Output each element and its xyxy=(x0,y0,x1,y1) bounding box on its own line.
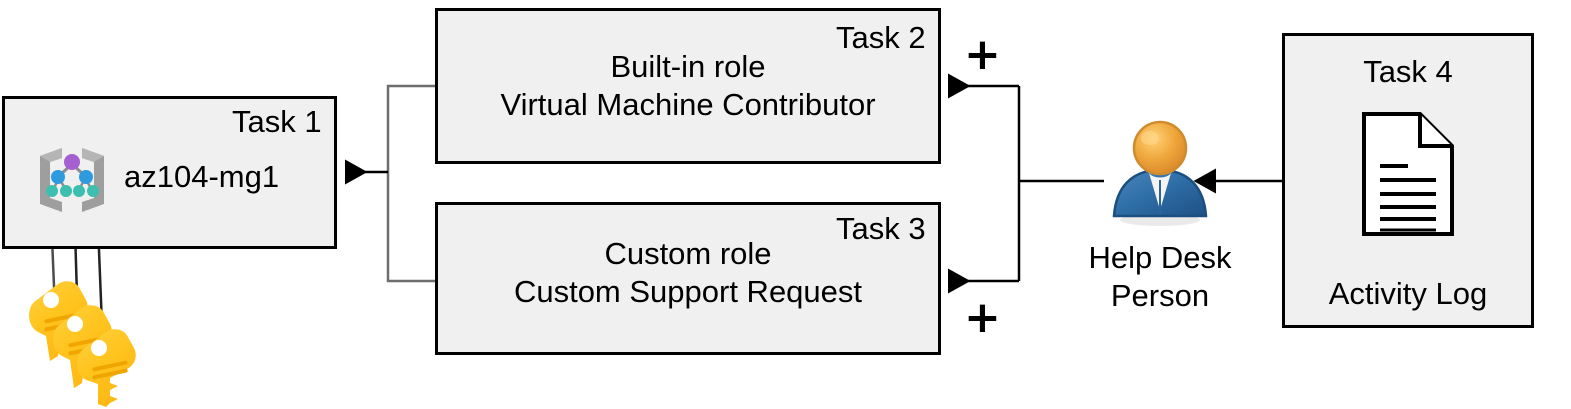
task2-box[interactable] xyxy=(435,8,941,164)
task1-box[interactable] xyxy=(2,96,337,249)
task3-line-2: Custom Support Request xyxy=(513,274,863,309)
task2-line-1: Built-in role xyxy=(610,49,766,84)
task1-label: Task 1 xyxy=(232,104,322,139)
key-icon-3 xyxy=(77,329,136,407)
document-icon xyxy=(1360,110,1456,238)
connector-roles-to-management-group xyxy=(345,84,435,283)
task2-label: Task 2 xyxy=(836,20,926,55)
person-caption-line1: Help Desk xyxy=(1088,240,1232,275)
task2-line-2: Virtual Machine Contributor xyxy=(500,87,876,122)
plus-top-icon: + xyxy=(964,29,1001,80)
task3-label: Task 3 xyxy=(836,211,926,246)
management-group-icon xyxy=(28,138,116,218)
task1-text: az104-mg1 xyxy=(124,159,280,194)
keys-icon-group xyxy=(14,280,144,409)
person-icon xyxy=(1104,118,1216,228)
task4-label: Task 4 xyxy=(1363,54,1453,89)
plus-bottom-icon: + xyxy=(964,292,1001,343)
task3-box[interactable] xyxy=(435,202,941,355)
person-caption-line2: Person xyxy=(1110,278,1210,313)
task3-line-1: Custom role xyxy=(604,236,772,271)
task4-caption: Activity Log xyxy=(1328,276,1488,311)
